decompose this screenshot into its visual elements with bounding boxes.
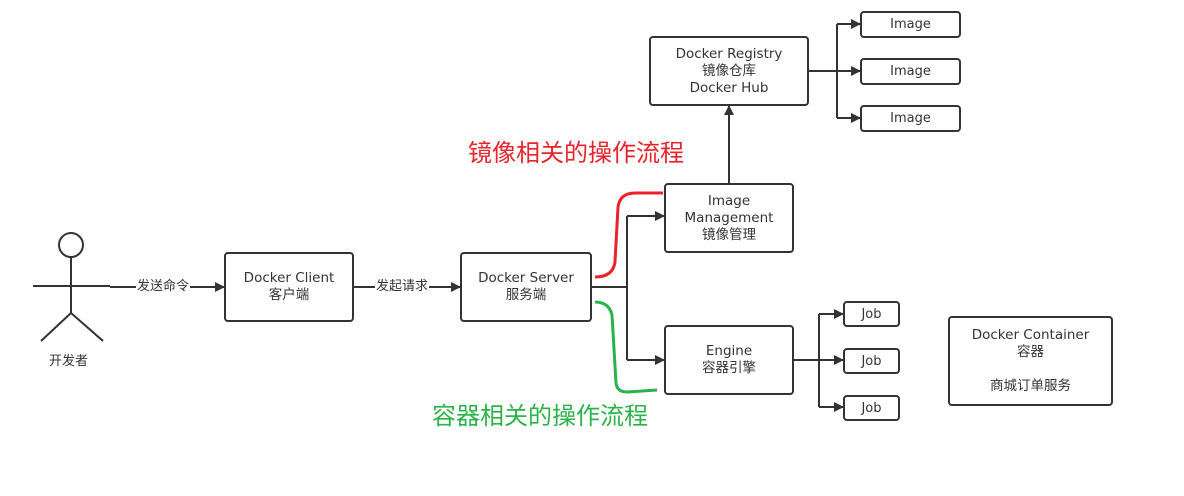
docker-registry-subtitle: 镜像仓库: [702, 62, 756, 79]
docker-registry-title: Docker Registry: [675, 45, 783, 62]
docker-container-subtitle: 容器: [1017, 344, 1044, 360]
image-node-1[interactable]: Image: [860, 11, 961, 38]
image-node-2[interactable]: Image: [860, 58, 961, 85]
image-flow-label: 镜像相关的操作流程: [468, 139, 684, 167]
job-node-label: Job: [861, 306, 882, 322]
docker-server-node[interactable]: Docker Server 服务端: [460, 252, 592, 322]
image-node-label: Image: [890, 111, 931, 126]
docker-container-node[interactable]: Docker Container 容器 商城订单服务: [948, 316, 1113, 406]
actor-label: 开发者: [49, 354, 89, 369]
image-node-label: Image: [890, 64, 931, 79]
image-management-node[interactable]: Image Management 镜像管理: [664, 183, 794, 253]
engine-node[interactable]: Engine 容器引擎: [664, 325, 794, 395]
job-node-label: Job: [861, 400, 882, 416]
edge-engine-jobs: [794, 314, 820, 407]
image-management-subtitle: 镜像管理: [702, 226, 756, 243]
docker-container-title: Docker Container: [971, 327, 1090, 343]
docker-client-subtitle: 客户端: [268, 287, 310, 303]
image-node-label: Image: [890, 17, 931, 32]
image-flow-highlight: [594, 191, 663, 279]
image-management-title-1: Image: [707, 192, 751, 209]
job-node-2[interactable]: Job: [843, 348, 900, 374]
job-node-1[interactable]: Job: [843, 301, 900, 327]
docker-client-title: Docker Client: [243, 270, 335, 286]
engine-title: Engine: [705, 343, 753, 359]
docker-hub-label: Docker Hub: [689, 79, 769, 96]
edge-registry-images: [809, 24, 838, 118]
docker-registry-node[interactable]: Docker Registry 镜像仓库 Docker Hub: [649, 36, 809, 106]
docker-client-node[interactable]: Docker Client 客户端: [224, 252, 354, 322]
container-flow-label: 容器相关的操作流程: [432, 402, 648, 430]
edge-label-send-command: 发送命令: [136, 279, 191, 295]
image-node-3[interactable]: Image: [860, 105, 961, 132]
docker-container-service: 商城订单服务: [990, 378, 1071, 394]
job-node-label: Job: [861, 353, 882, 369]
edge-server-branch: [592, 216, 628, 360]
container-flow-highlight: [594, 300, 658, 394]
docker-server-title: Docker Server: [478, 270, 574, 286]
job-node-3[interactable]: Job: [843, 395, 900, 421]
engine-subtitle: 容器引擎: [702, 360, 756, 376]
edge-label-send-request: 发起请求: [375, 279, 430, 295]
developer-actor-icon: [33, 232, 110, 342]
image-management-title-2: Management: [684, 209, 774, 226]
docker-server-subtitle: 服务端: [505, 287, 547, 303]
